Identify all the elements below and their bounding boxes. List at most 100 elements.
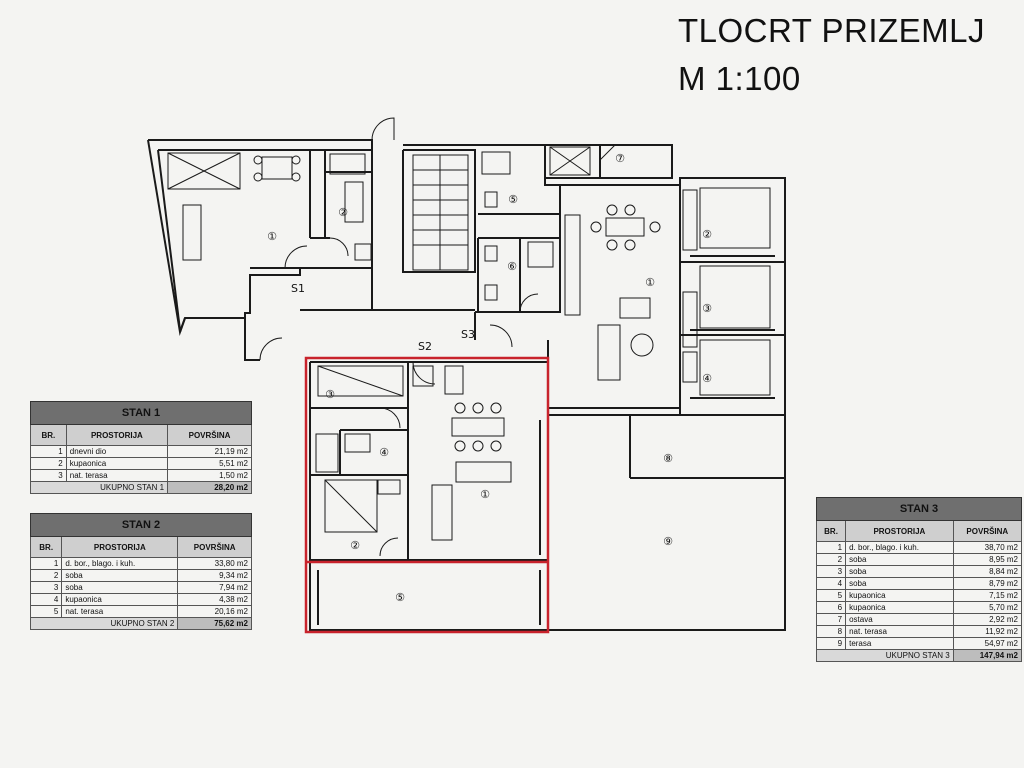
cell: 5,70 m2 — [952, 601, 1023, 614]
cell: nat. terasa — [845, 625, 954, 638]
col-br: BR. — [29, 536, 63, 558]
cell: 38,70 m2 — [952, 541, 1023, 554]
cell: 5 — [815, 589, 847, 602]
cell: kupaonica — [61, 593, 179, 606]
stan3-room-3: ③ — [702, 302, 712, 315]
total-value: 75,62 m2 — [177, 617, 252, 630]
cell: soba — [61, 581, 179, 594]
total-label: UKUPNO STAN 2 — [29, 617, 179, 630]
cell: 20,16 m2 — [177, 605, 252, 618]
col-prostorija: PROSTORIJA — [845, 520, 954, 542]
cell: 5 — [29, 605, 63, 618]
cell: 1 — [30, 445, 67, 458]
cell: 8,79 m2 — [952, 577, 1023, 590]
plan-scale: M 1:100 — [678, 60, 801, 97]
cell: d. bor., blago. i kuh. — [845, 541, 954, 554]
stan2-highlight — [304, 356, 550, 634]
col-povrsina: POVRŠINA — [167, 424, 252, 446]
cell: 3 — [30, 469, 67, 482]
stan2-room-1: ① — [480, 488, 490, 501]
cell: 3 — [815, 565, 847, 578]
corridor — [244, 318, 260, 361]
stan2-terrace — [309, 561, 549, 631]
cell: 33,80 m2 — [177, 557, 252, 570]
stan1-room-1: ① — [267, 230, 277, 243]
cell: 9,34 m2 — [177, 569, 252, 582]
cell: 7 — [815, 613, 847, 626]
stan2-room-4: ④ — [379, 446, 389, 459]
stan3-room-4: ④ — [702, 372, 712, 385]
cell: soba — [845, 577, 954, 590]
stan1-room-2: ② — [338, 206, 348, 219]
total-value: 147,94 m2 — [952, 649, 1023, 662]
cell: 4 — [29, 593, 63, 606]
stan3-room-9: ⑨ — [663, 535, 673, 548]
cell: d. bor., blago. i kuh. — [61, 557, 179, 570]
cell: 7,15 m2 — [952, 589, 1023, 602]
cell: kupaonica — [845, 601, 954, 614]
cell: 7,94 m2 — [177, 581, 252, 594]
cell: soba — [845, 565, 954, 578]
stan3-outer-wall — [548, 177, 786, 416]
stan3-title: STAN 3 — [816, 497, 1022, 521]
stan2-room-2: ② — [350, 539, 360, 552]
stan3-room-7: ⑦ — [615, 152, 625, 165]
stan1-title: STAN 1 — [30, 401, 252, 425]
cell: ostava — [845, 613, 954, 626]
dining-table — [261, 156, 293, 180]
stan3-room-6: ⑥ — [507, 260, 517, 273]
total-label: UKUPNO STAN 3 — [816, 649, 954, 662]
cell: soba — [845, 553, 954, 566]
cell: dnevni dio — [65, 445, 169, 458]
stan2-outer-wall — [309, 361, 549, 561]
stan3-room-2: ② — [702, 228, 712, 241]
cell: 3 — [29, 581, 63, 594]
stan2-room-5: ⑤ — [395, 591, 405, 604]
cell: soba — [61, 569, 179, 582]
cell: kupaonica — [845, 589, 954, 602]
cell: 8 — [815, 625, 847, 638]
stan3-room-5: ⑤ — [508, 193, 518, 206]
stan3-terrace — [548, 414, 786, 631]
cell: 9 — [815, 637, 847, 650]
stan3-room-1: ① — [645, 276, 655, 289]
label-s2: S2 — [418, 340, 432, 353]
sofa — [182, 204, 202, 261]
col-prostorija: PROSTORIJA — [61, 536, 179, 558]
col-br: BR. — [30, 424, 67, 446]
col-prostorija: PROSTORIJA — [65, 424, 169, 446]
cell: 5,51 m2 — [167, 457, 252, 470]
label-s3: S3 — [461, 328, 475, 341]
kitchen-unit — [167, 152, 241, 190]
furniture — [167, 117, 771, 557]
storage-room — [545, 144, 601, 179]
cell: 4 — [815, 577, 847, 590]
cell: 21,19 m2 — [167, 445, 252, 458]
cell: nat. terasa — [65, 469, 169, 482]
cell: 54,97 m2 — [952, 637, 1023, 650]
cell: 6 — [815, 601, 847, 614]
cell: 1,50 m2 — [167, 469, 252, 482]
cell: nat. terasa — [61, 605, 179, 618]
cell: 4,38 m2 — [177, 593, 252, 606]
label-s1: S1 — [291, 282, 305, 295]
cell: 2 — [30, 457, 67, 470]
